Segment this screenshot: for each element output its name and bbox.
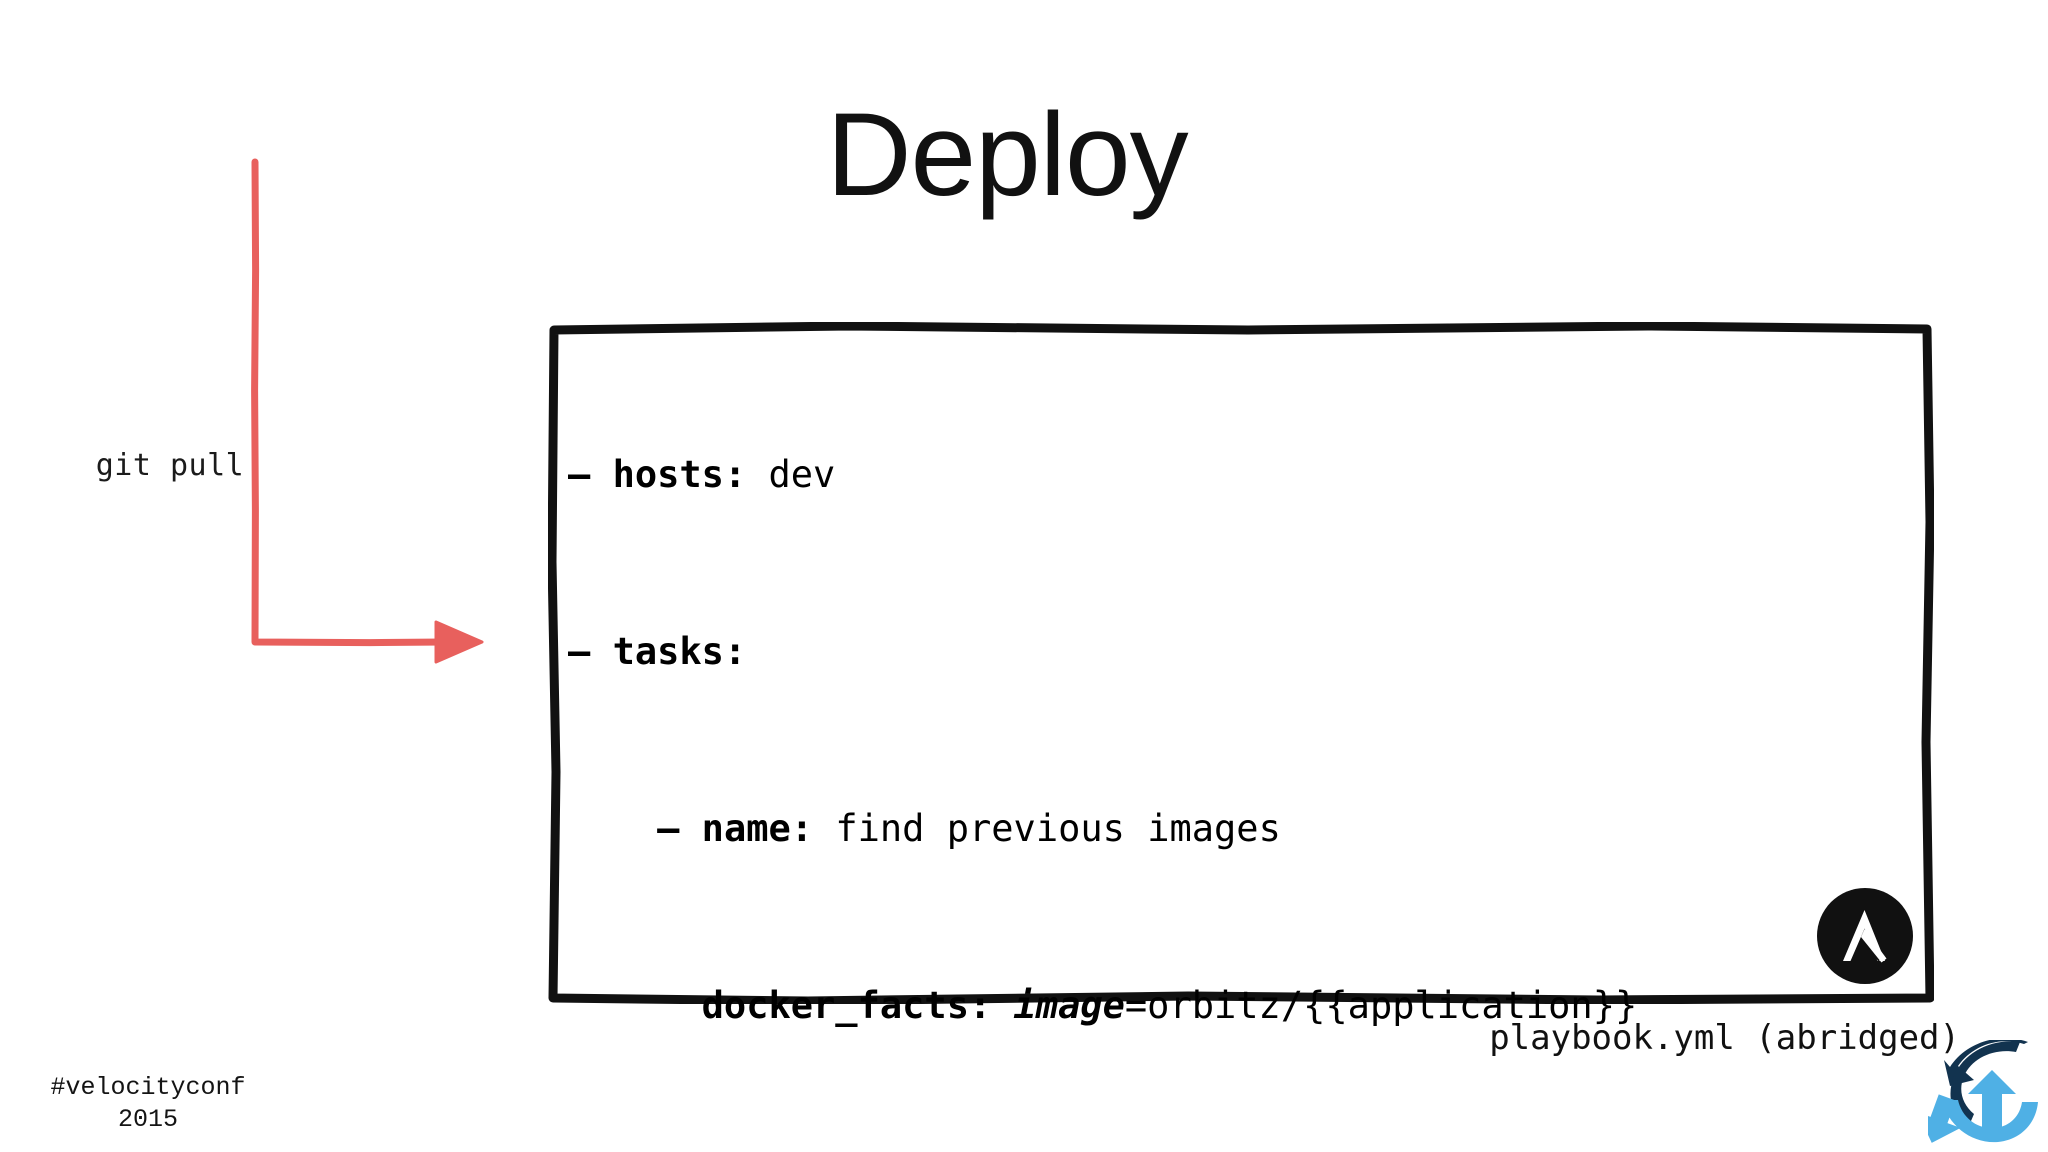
flow-arrow (250, 150, 510, 670)
code-line-value: find previous images (813, 806, 1281, 850)
code-block: — hosts: dev — tasks: — name: find previ… (548, 322, 1934, 1027)
code-content: — hosts: dev — tasks: — name: find previ… (568, 364, 1924, 1152)
ansible-logo-icon (1817, 888, 1913, 984)
code-line-key: tasks: (612, 629, 747, 673)
hashtag-text: #velocityconf (50, 1073, 246, 1102)
code-line: docker_facts: image=orbitz/{{application… (568, 984, 1924, 1028)
flow-arrow-label: git pull (95, 448, 245, 483)
code-line-key: hosts: (612, 452, 747, 496)
code-line: — tasks: (568, 630, 1924, 674)
conference-hashtag: #velocityconf 2015 (28, 1072, 268, 1136)
code-line-key: name: (701, 806, 814, 850)
code-line: — hosts: dev (568, 453, 1924, 497)
code-line-key: docker_facts: (701, 984, 992, 1028)
orbitz-logo-icon (1928, 1040, 2040, 1146)
code-line-dash: — (568, 452, 591, 496)
page-title: Deploy (826, 89, 1188, 221)
hashtag-year: 2015 (117, 1105, 178, 1134)
code-line-dash: — (657, 806, 680, 850)
code-line-dash: — (568, 629, 591, 673)
code-line-value: dev (746, 452, 836, 496)
code-line-value: =orbitz/{{application}} (1124, 984, 1638, 1028)
code-block-caption: playbook.yml (abridged) (1489, 1018, 1960, 1058)
code-line: — name: find previous images (568, 807, 1924, 851)
code-line-param: image (991, 984, 1125, 1028)
